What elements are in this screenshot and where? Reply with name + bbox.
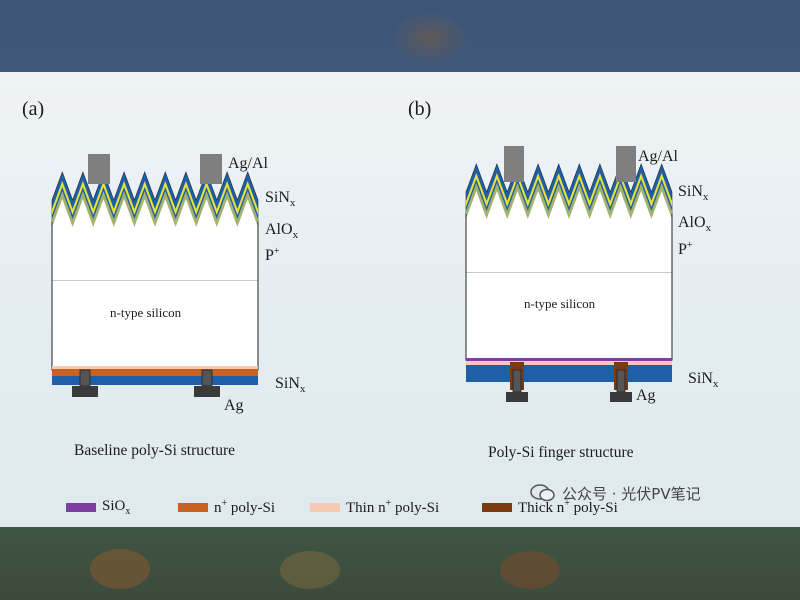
baseline-cell <box>51 154 259 397</box>
panel-b-alox-label: AlOx <box>678 214 712 234</box>
panel-a-bulk-label: n-type silicon <box>110 305 182 320</box>
banner-blur <box>500 551 560 589</box>
panel-b-metal-label: Ag/Al <box>638 148 679 165</box>
rear-contact-finger <box>201 369 213 387</box>
panel-a-rear-ag-label: Ag <box>224 397 244 414</box>
bulk-edge <box>51 222 259 370</box>
rear-thin-n-plus-poly-layer <box>466 361 672 365</box>
panel-a-p-label: P+ <box>265 246 280 264</box>
banner-blur <box>280 551 340 589</box>
banner-blur <box>395 14 465 62</box>
finger-cell <box>465 146 673 402</box>
panel-b-sinx-label: SiNx <box>678 183 709 203</box>
legend-label-n-poly: n+ poly-Si <box>214 498 276 516</box>
panel-a-rear-sinx-label: SiNx <box>275 375 306 395</box>
wechat-icon <box>530 484 555 502</box>
rear-ag-pad <box>610 392 632 402</box>
top-banner <box>0 0 800 72</box>
panel-b-p-label: P+ <box>678 240 693 258</box>
panel-b-rear-sinx-label: SiNx <box>688 370 719 390</box>
front-ag-al-finger <box>616 146 636 182</box>
rear-sinx-layer <box>52 376 258 385</box>
bulk-edge <box>465 214 673 360</box>
figure-panel: (a) (b) Ag/Al SiNx AlOx P+ n-type silico… <box>0 72 800 527</box>
panel-b-bulk-label: n-type silicon <box>524 296 596 311</box>
bulk-top-fill <box>52 199 258 280</box>
rear-contact-finger <box>79 369 91 387</box>
panel-a-sinx-label: SiNx <box>265 189 296 209</box>
front-ag-al-finger <box>200 154 222 184</box>
panel-b-rear-ag-label: Ag <box>636 387 656 404</box>
legend-label-thin-n-poly: Thin n+ poly-Si <box>346 498 440 516</box>
rear-ag-pad <box>194 386 220 397</box>
rear-ag-pad <box>72 386 98 397</box>
rear-n-plus-poly-layer <box>52 369 258 376</box>
legend-label-thick-n-poly: Thick n+ poly-Si <box>518 498 618 516</box>
watermark-text: 公众号 · 光伏PV笔记 <box>562 485 701 503</box>
watermark: 公众号 · 光伏PV笔记 <box>530 483 701 504</box>
rear-ag-pad <box>506 392 528 402</box>
rear-siox-layer <box>466 358 672 361</box>
legend-label-siox: SiOx <box>102 498 131 517</box>
panel-a-tag: (a) <box>22 98 45 120</box>
front-ag-al-finger <box>504 146 524 182</box>
legend-swatch-thick-n-poly <box>482 503 512 512</box>
rear-sinx-layer <box>466 365 672 382</box>
panel-a-alox-label: AlOx <box>265 221 299 241</box>
front-ag-al-finger <box>88 154 110 184</box>
legend-swatch-n-poly <box>178 503 208 512</box>
rear-contact-finger <box>616 369 626 393</box>
bulk-top-fill <box>466 191 672 272</box>
rear-siox-layer <box>52 366 258 369</box>
banner-blur <box>90 549 150 589</box>
legend-swatch-thin-n-poly <box>310 503 340 512</box>
cell-diagrams: Ag/Al SiNx AlOx P+ n-type silicon SiNx A… <box>51 146 719 414</box>
panel-a-caption: Baseline poly-Si structure <box>74 442 235 459</box>
panel-b-caption: Poly-Si finger structure <box>488 444 634 461</box>
panel-a-metal-label: Ag/Al <box>228 155 269 172</box>
rear-contact-finger <box>512 369 522 393</box>
bottom-banner <box>0 527 800 600</box>
panel-b-tag: (b) <box>408 98 432 120</box>
legend-swatch-siox <box>66 503 96 512</box>
